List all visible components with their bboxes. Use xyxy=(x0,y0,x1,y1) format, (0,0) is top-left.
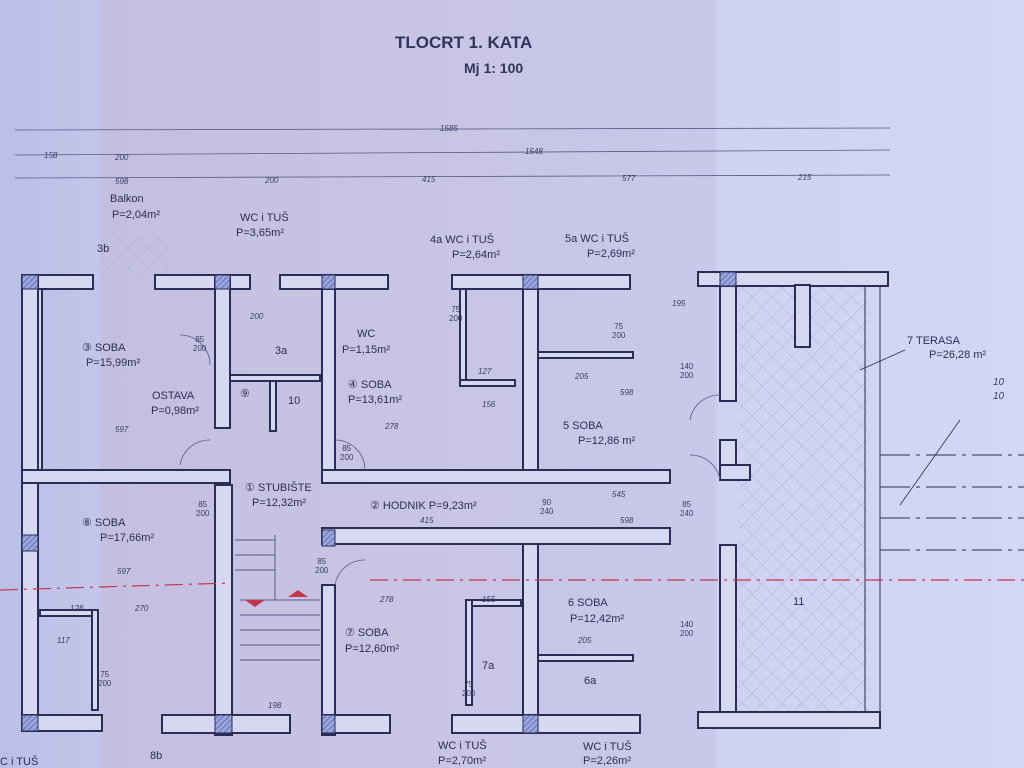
room-wc-name: WC xyxy=(357,328,376,340)
room-soba-3-name: ③ SOBA xyxy=(82,342,126,354)
room-wc-tus-left-name: C i TUŠ xyxy=(0,756,39,768)
room-wc-tus-7a-name: WC i TUŠ xyxy=(438,740,487,752)
stairs xyxy=(235,535,320,661)
room-hodnik-label: ② HODNIK P=9,23m² xyxy=(370,500,477,512)
room-soba-8-area: P=17,66m² xyxy=(100,532,155,544)
room-soba-4-area: P=13,61m² xyxy=(348,394,403,406)
room-10-number: 10 xyxy=(288,395,301,407)
room-balkon-name: Balkon xyxy=(110,193,144,205)
room-soba-7-area: P=12,60m² xyxy=(345,643,400,655)
dim-interior: 155 xyxy=(482,595,496,604)
room-9-number: ⑨ xyxy=(240,388,250,400)
room-balkon-area: P=2,04m² xyxy=(112,209,160,221)
dim-top: 598 xyxy=(115,177,129,186)
room-5a-area: P=2,69m² xyxy=(587,248,635,260)
plan-title: TLOCRT 1. KATA xyxy=(395,33,533,52)
dim-interior: 205 xyxy=(575,372,589,381)
room-stubiste-name: ① STUBIŠTE xyxy=(245,482,312,494)
terrace-railing xyxy=(880,454,1024,551)
dim-interior: 598 xyxy=(620,388,634,397)
door-swings xyxy=(179,334,721,586)
dim-interior: 200 xyxy=(250,312,264,321)
plan-scale: Mj 1: 100 xyxy=(464,60,524,76)
dim-interior: 195 xyxy=(672,299,686,308)
room-stubiste-area: P=12,32m² xyxy=(252,497,307,509)
room-terasa-name: 7 TERASA xyxy=(907,335,960,347)
room-ostava-area: P=0,98m² xyxy=(151,405,199,417)
dim-interior: 597 xyxy=(117,567,131,576)
dim-inner: 1548 xyxy=(525,147,543,156)
section-line xyxy=(0,579,1024,591)
room-6a-number: 6a xyxy=(584,675,597,687)
room-5a-name: 5a WC i TUŠ xyxy=(565,233,629,245)
dim-top: 415 xyxy=(422,175,436,184)
dim-top: 577 xyxy=(622,174,636,183)
dim-interior: 278 xyxy=(380,595,394,604)
room-8b-number: 8b xyxy=(150,750,163,762)
hatched-columns xyxy=(21,271,737,734)
room-wc-tus-7a-area: P=2,70m² xyxy=(438,755,486,767)
room-ostava-name: OSTAVA xyxy=(152,390,195,402)
room-soba-6-name: 6 SOBA xyxy=(568,597,608,609)
terasa-hatch xyxy=(738,285,868,715)
room-wc-area: P=1,15m² xyxy=(342,344,390,356)
balkon-hatch xyxy=(100,237,170,277)
room-3a-number: 3a xyxy=(275,345,288,357)
dim-top: 215 xyxy=(798,173,812,182)
room-wc-tus-6a-name: WC i TUŠ xyxy=(583,741,632,753)
room-wc-tus-6a-area: P=2,26m² xyxy=(583,755,631,767)
dim-total: 1585 xyxy=(440,124,458,133)
room-soba-5-name: 5 SOBA xyxy=(563,420,603,432)
dim-interior: 156 xyxy=(482,400,496,409)
dim-interior: 205 xyxy=(578,636,592,645)
dim-interior: 127 xyxy=(478,367,492,376)
dim-top: 200 xyxy=(115,153,129,162)
dimension-lines xyxy=(14,127,891,179)
dim-interior: 117 xyxy=(57,636,70,645)
room-soba-8-name: ⑧ SOBA xyxy=(82,517,126,529)
room-wc-tus-3a-area: P=3,65m² xyxy=(236,227,284,239)
dim-interior: 545 xyxy=(612,490,626,499)
stair-arrow-down xyxy=(245,600,265,607)
dim-top: 200 xyxy=(265,176,279,185)
dim-interior: 597 xyxy=(115,425,129,434)
stair-arrow-up xyxy=(288,590,308,597)
room-soba-6-area: P=12,42m² xyxy=(570,613,625,625)
dim-interior: 270 xyxy=(135,604,149,613)
room-soba-5-area: P=12,86 m² xyxy=(578,435,636,447)
room-4a-name: 4a WC i TUŠ xyxy=(430,234,494,246)
room-soba-7-name: ⑦ SOBA xyxy=(345,627,389,639)
dim-railing: 10 xyxy=(993,377,1005,388)
dim-top: 158 xyxy=(44,151,58,160)
room-soba-3-area: P=15,99m² xyxy=(86,357,141,369)
room-wc-tus-3a-name: WC i TUŠ xyxy=(240,212,289,224)
dim-interior: 415 xyxy=(420,516,434,525)
room-11-number: 11 xyxy=(793,596,805,608)
room-terasa-area: P=26,28 m² xyxy=(929,349,987,361)
dim-interior: 198 xyxy=(268,701,282,710)
room-soba-4-name: ④ SOBA xyxy=(348,379,392,391)
room-7a-number: 7a xyxy=(482,660,495,672)
dim-interior: 278 xyxy=(385,422,399,431)
dim-railing: 10 xyxy=(993,391,1005,402)
walls xyxy=(21,271,889,736)
room-4a-area: P=2,64m² xyxy=(452,249,500,261)
dim-interior: 128 xyxy=(70,604,84,613)
room-balkon-number: 3b xyxy=(97,243,110,255)
dim-interior: 598 xyxy=(620,516,634,525)
